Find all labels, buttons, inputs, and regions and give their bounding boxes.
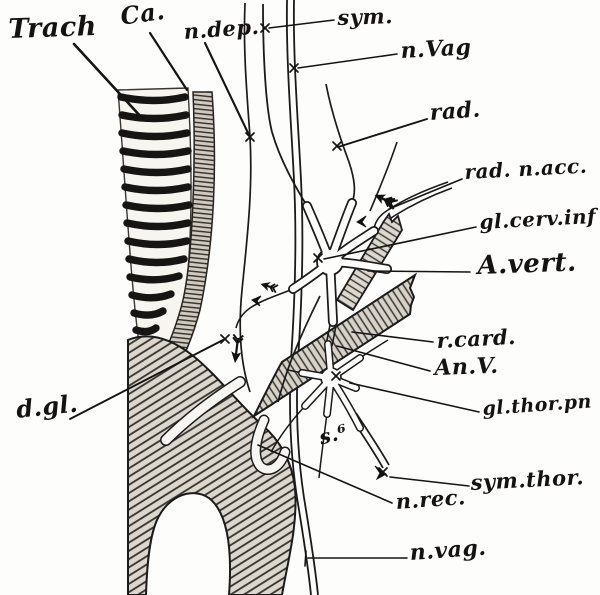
label-s6: s.⁶ [316,419,350,450]
label-rad-n-acc: rad. n.acc. [463,153,588,184]
label-r-card: r.card. [435,323,517,353]
aortic-arch [127,335,297,595]
leader-lines [69,19,480,567]
nerve-lines-upper [239,0,453,595]
recurrent-nerve-band [160,376,291,475]
label-an-v: An.V. [433,352,499,381]
sympathetic-trunk-lower-b [355,412,390,466]
cardiac-branch-line [277,295,321,403]
depressor-nerve-line [239,2,252,393]
subclavian-artery [251,272,418,419]
label-sym-top: sym. [336,3,394,30]
label-n-vag-bot: n.vag. [408,534,488,566]
small-chevron-arrow [356,215,367,228]
x-marks [220,23,388,477]
label-ca: Ca. [118,0,167,31]
ansa-branch-line [235,288,294,329]
direction-arrows [231,194,398,481]
label-n-rec: n.rec. [394,484,467,514]
rad-branch-line [325,83,356,204]
label-d-gl: d.gl. [14,388,80,424]
label-trach: Trach [7,10,98,45]
vagus-nerve-left [285,0,312,595]
inferior-cervical-ganglion [288,198,392,327]
upper-right-branch-line [369,141,398,212]
label-gl-cerv-inf: gl.cerv.inf [478,203,597,234]
label-rad: rad. [428,96,482,126]
label-a-vert: A.vert. [476,247,578,281]
rad-n-acc-line-a [373,181,449,232]
label-sym-thor: sym.thor. [469,464,585,495]
trachea [117,87,193,354]
trachea-rings [117,93,193,336]
label-n-dep: n.dep. [182,13,261,44]
label-n-vag-top: n.Vag [399,34,473,64]
